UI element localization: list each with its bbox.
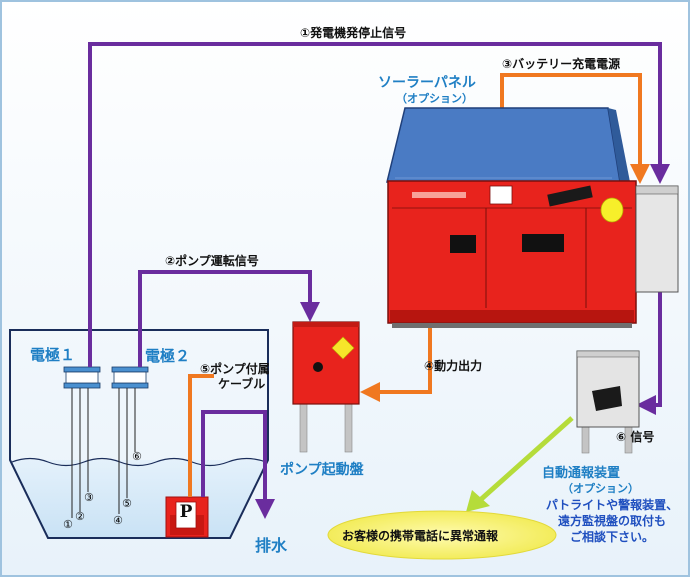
notifier-note-line-3: ご相談下さい。 (569, 530, 654, 544)
label-pump-cable-line2: ケーブル (218, 377, 266, 391)
solar-panel-option: （オプション） (396, 92, 473, 105)
pump-cable (188, 374, 214, 497)
notifier-note: パトライトや警報装置、 遠方監視盤の取付も ご相談下さい。 (540, 497, 684, 545)
notify-arrowhead (466, 490, 490, 512)
phone-bubble-text: お客様の携帯電話に異常通報 (342, 529, 499, 543)
electrode-1-label: 電極１ (30, 346, 76, 364)
signal-line-6 (636, 292, 662, 415)
signal-line-2 (138, 270, 320, 367)
electrode-2-label: 電極２ (145, 347, 191, 365)
drain-pipe (201, 410, 275, 519)
notifier-title: 自動通報装置 (542, 466, 621, 481)
label-power-output: ④動力出力 (424, 359, 483, 373)
solar-panel (386, 107, 630, 183)
notifier-note-line-1: パトライトや警報装置、 (545, 498, 679, 512)
electrode-2-number-4: ④ (113, 514, 123, 527)
auto-notifier (576, 350, 640, 454)
electrode-2-number-6: ⑥ (132, 450, 142, 463)
solar-panel-title: ソーラーパネル (378, 75, 476, 91)
power-line-4 (360, 323, 432, 402)
electrode-1-number-1: ① (63, 518, 73, 531)
electrode-1-number-2: ② (75, 510, 85, 523)
generator (387, 180, 637, 328)
charge-line-3 (500, 73, 650, 184)
pump-letter: P (179, 502, 193, 522)
notifier-option: （オプション） (562, 482, 639, 495)
pump-control-panel (292, 321, 360, 453)
notifier-note-line-2: 遠方監視盤の取付も (557, 514, 666, 528)
electrode-2 (111, 366, 149, 514)
pump-panel-title: ポンプ起動盤 (280, 462, 364, 478)
electrode-1 (63, 366, 101, 518)
label-pump-cable-line1: ⑤ポンプ付属 (200, 362, 270, 376)
label-signal-6: ⑥ 信号 (616, 430, 655, 444)
notify-arrow (476, 416, 574, 504)
electrode-1-number-3: ③ (84, 491, 94, 504)
battery-box (635, 185, 679, 293)
label-battery-charge-power: ③バッテリー充電電源 (502, 57, 621, 71)
drain-label: 排水 (255, 536, 288, 555)
pump (165, 496, 209, 538)
phone-bubble (327, 510, 557, 560)
signal-line-1 (88, 42, 670, 367)
label-generator-start-stop-signal: ①発電機発停止信号 (300, 26, 407, 40)
electrode-2-number-5: ⑤ (122, 497, 132, 510)
label-pump-run-signal: ②ポンプ運転信号 (165, 254, 259, 268)
